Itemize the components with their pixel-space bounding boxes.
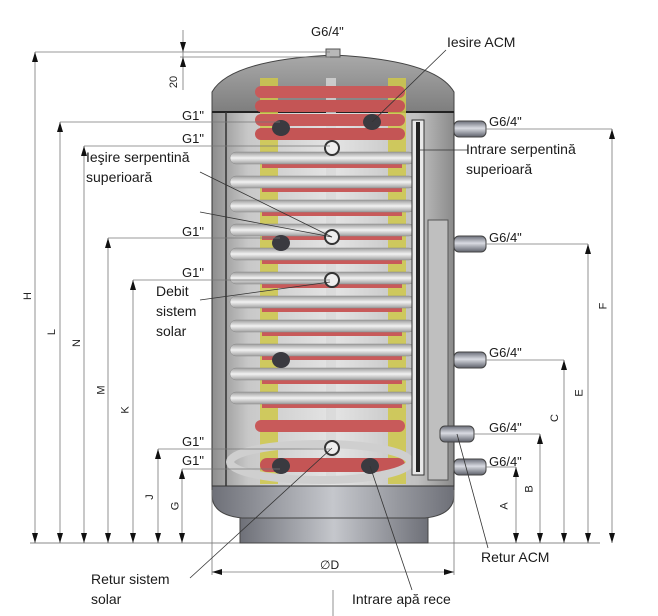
red-coil-turn xyxy=(262,354,402,360)
right-connection-label: G6/4" xyxy=(489,114,522,129)
red-coil-turn xyxy=(262,306,402,312)
anode-bracket xyxy=(427,219,449,481)
solar-coil-turn xyxy=(229,151,416,165)
dim-label-g: G xyxy=(169,501,182,511)
callout-iesire-acm: Iesire ACM xyxy=(447,34,516,50)
dim-label-n: N xyxy=(70,339,83,347)
callout-intrare-serpentina-2: superioară xyxy=(466,161,533,177)
red-coil-turn xyxy=(262,162,402,168)
callout-retur-solar-1: Retur sistem xyxy=(91,571,170,587)
dim-label-c: C xyxy=(548,414,561,422)
dim-label-b: B xyxy=(523,485,536,493)
callout-debit-3: solar xyxy=(156,323,187,339)
right-connection-label: G6/4" xyxy=(489,345,522,360)
left-connection-label: G1" xyxy=(182,224,204,239)
right-connection-label: G6/4" xyxy=(489,230,522,245)
dim-label-a: A xyxy=(498,502,511,510)
solar-coil-turn xyxy=(229,271,416,285)
right-connection-label: G6/4" xyxy=(489,454,522,469)
red-coil-turn xyxy=(262,186,402,192)
callout-iesire-serpentina-1: Ieşire serpentină xyxy=(86,149,190,165)
dim-label-f: F xyxy=(597,302,610,310)
callout-intrare-apa-rece: Intrare apă rece xyxy=(352,591,451,607)
dimension-arrows xyxy=(32,42,615,575)
solar-coil-turn xyxy=(229,199,416,213)
red-coil-turn xyxy=(262,258,402,264)
leader-lines xyxy=(189,49,489,591)
left-connection-label: G1" xyxy=(182,265,204,280)
solar-coil-turn xyxy=(229,391,416,405)
tank-bottom-dome xyxy=(211,484,455,519)
red-coil-turn xyxy=(262,210,402,216)
red-coil-turn xyxy=(262,402,402,408)
left-connection-label: G1" xyxy=(182,434,204,449)
callout-debit-2: sistem xyxy=(156,303,197,319)
right-connection-label: G6/4" xyxy=(489,420,522,435)
callout-intrare-serpentina-1: Intrare serpentină xyxy=(466,141,576,157)
solar-coil-turn xyxy=(229,319,416,333)
top-nozzle xyxy=(325,48,341,58)
left-connection-label: G1" xyxy=(182,131,204,146)
right-dimension-lines xyxy=(211,128,613,616)
solar-coil-turn xyxy=(229,367,416,381)
dim-label-m: M xyxy=(95,385,108,395)
callout-iesire-serpentina-2: superioară xyxy=(86,169,153,185)
dim-label-k: K xyxy=(119,406,132,414)
callout-retur-solar-2: solar xyxy=(91,591,122,607)
solar-coil-turn xyxy=(229,295,416,309)
solar-coil-turn xyxy=(229,247,416,261)
solar-coil-turn xyxy=(229,223,416,237)
callout-debit-1: Debit xyxy=(156,283,189,299)
dim-top-gap: 20 xyxy=(168,75,181,89)
solar-coil xyxy=(229,151,416,408)
dim-label-j: J xyxy=(143,494,156,500)
dim-label-l: L xyxy=(46,328,59,336)
red-coil-turn xyxy=(262,378,402,384)
top-connection-label: G6/4" xyxy=(311,24,344,39)
red-coil-turn xyxy=(262,330,402,336)
dim-label-h: H xyxy=(21,292,34,300)
dim-label-e: E xyxy=(573,389,586,397)
dim-diameter: ∅D xyxy=(320,558,340,572)
left-connection-label: G1" xyxy=(182,108,204,123)
callout-retur-acm: Retur ACM xyxy=(481,549,550,565)
solar-coil-turn xyxy=(229,343,416,357)
solar-coil-turn xyxy=(229,175,416,189)
left-connection-label: G1" xyxy=(182,453,204,468)
